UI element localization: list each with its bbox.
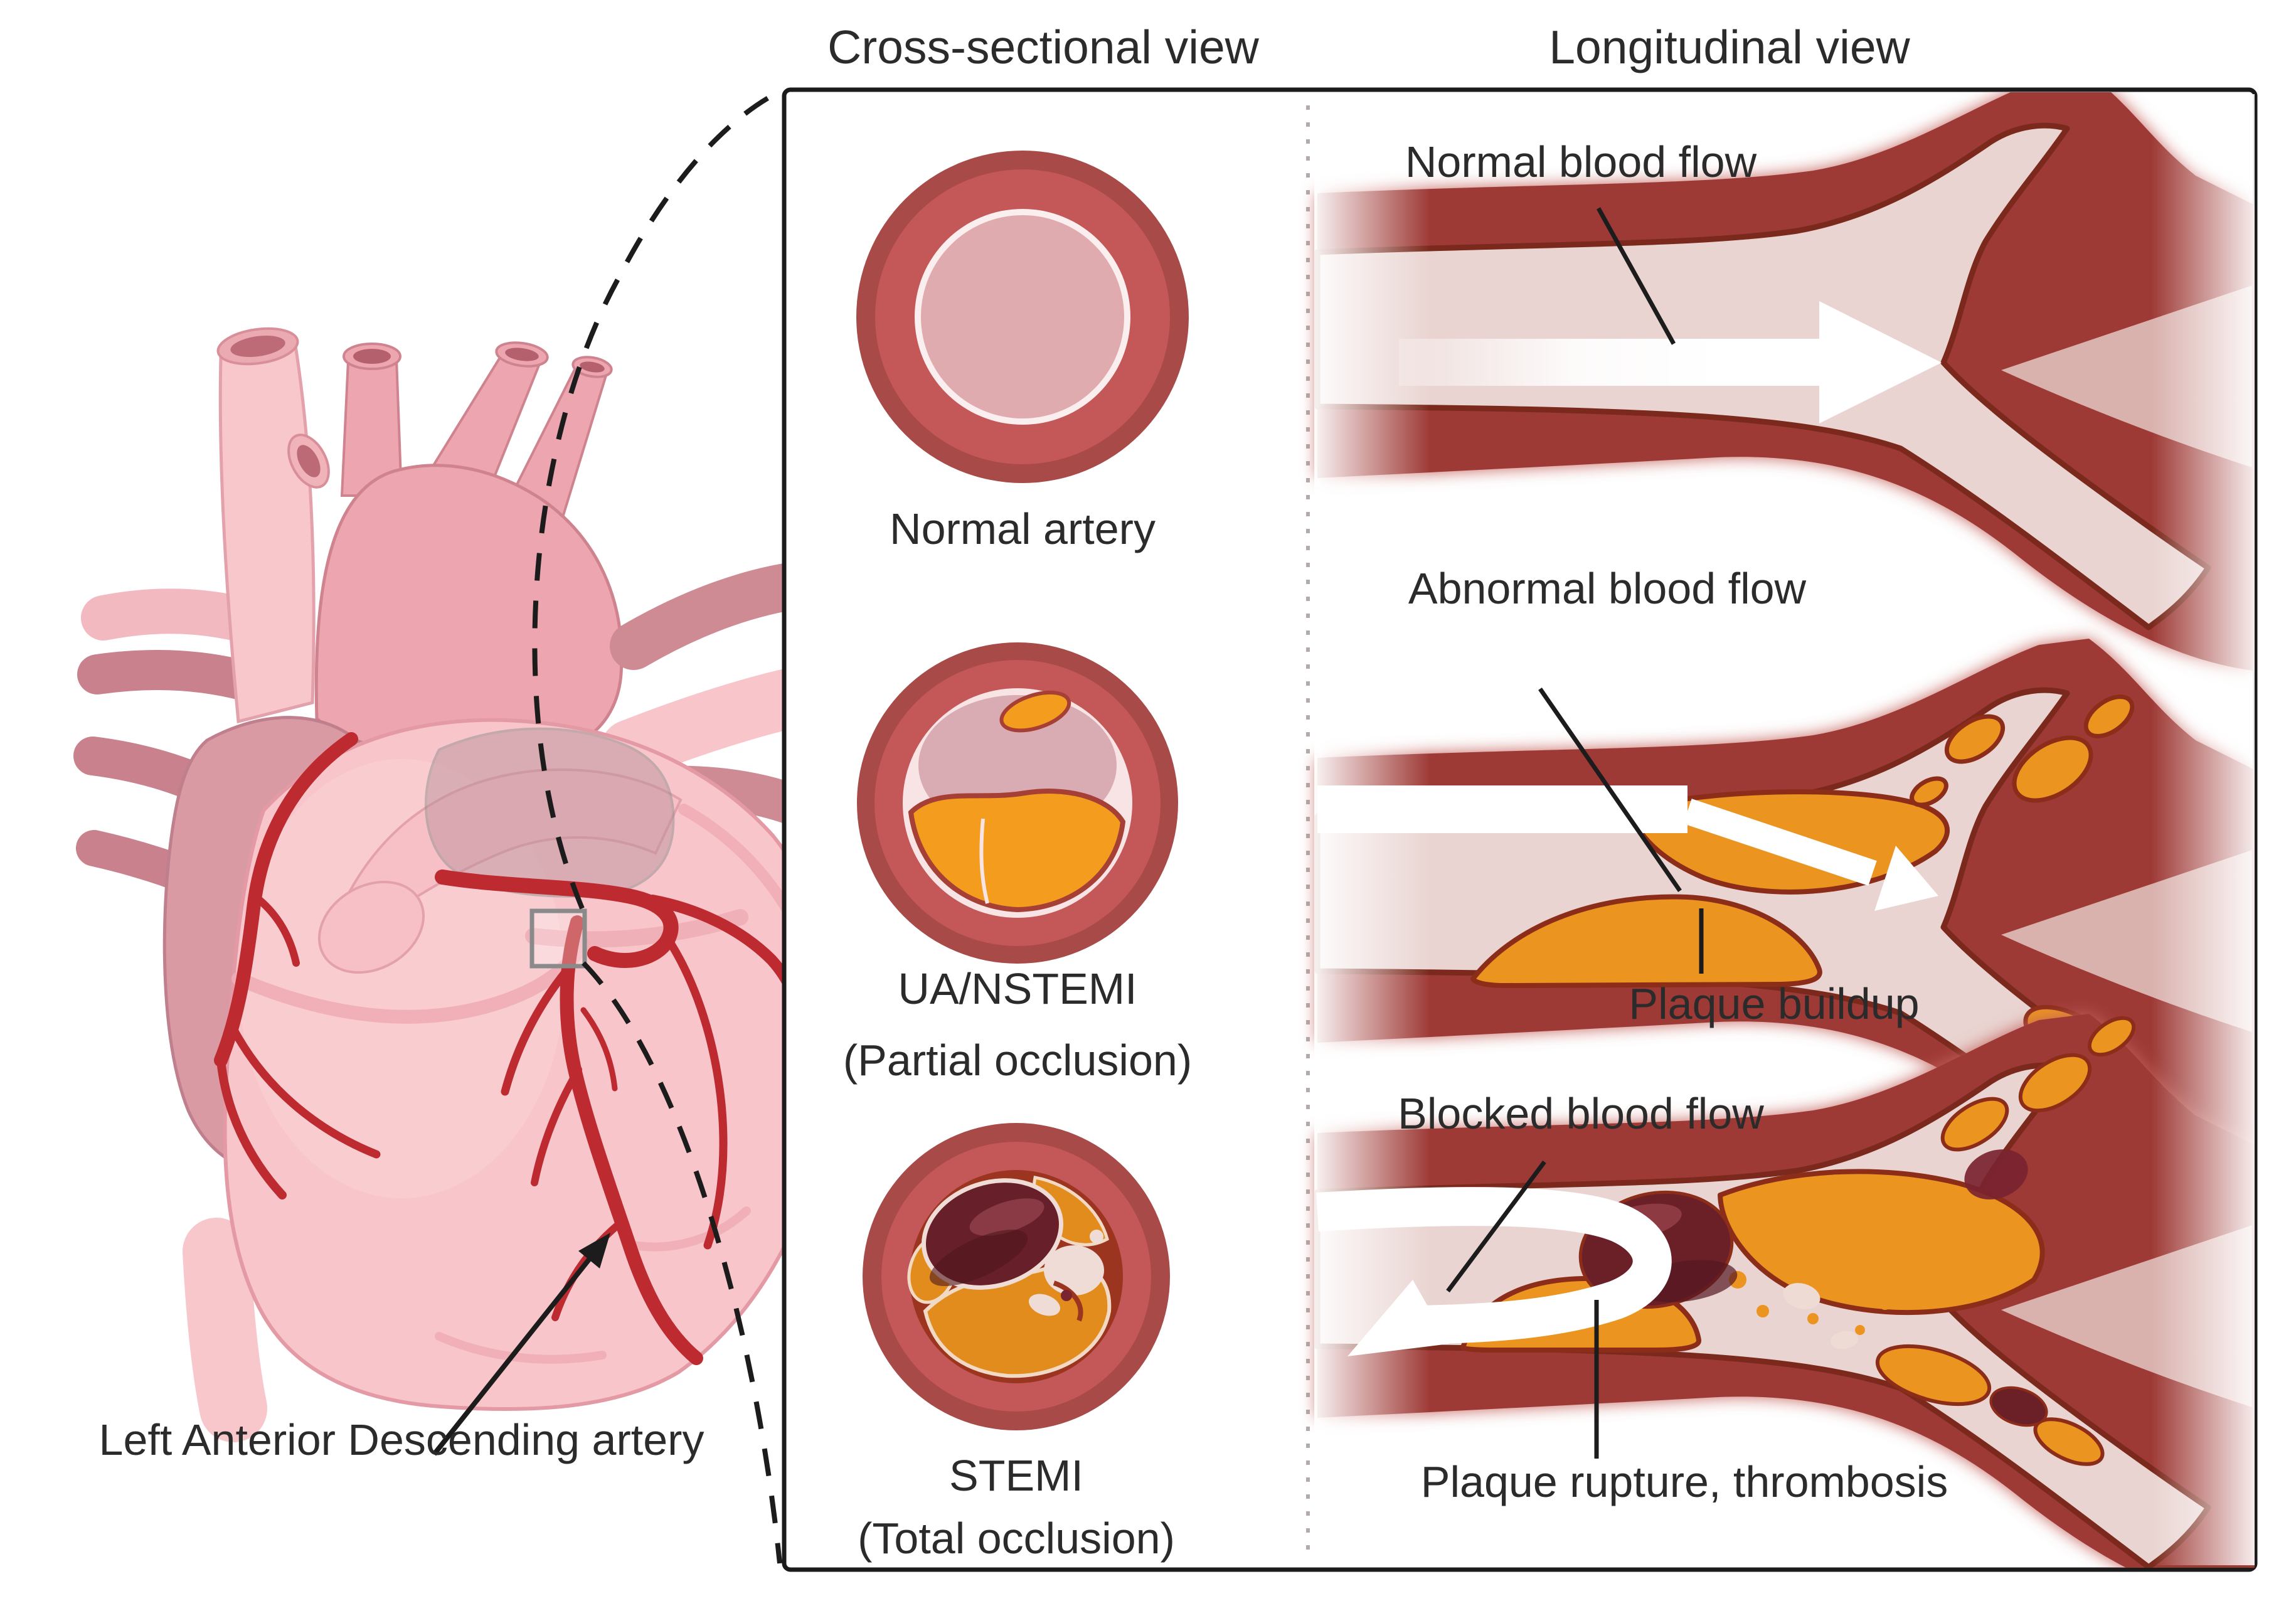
zoom-region-box bbox=[529, 908, 587, 969]
left-atrium bbox=[425, 727, 675, 898]
partial-plaque bbox=[908, 789, 1126, 913]
dashed-connector-bottom bbox=[582, 961, 782, 1564]
plaque-debris-specks bbox=[1729, 1265, 1891, 1335]
pointer-blocked-flow bbox=[1446, 1160, 1546, 1293]
aorta bbox=[314, 341, 624, 757]
right-edge-fade bbox=[2152, 94, 2255, 1565]
cross-section-stemi bbox=[863, 1123, 1170, 1430]
cross-section-normal bbox=[856, 151, 1189, 483]
pointer-abnormal-flow bbox=[1538, 688, 1682, 892]
right-coronary-artery bbox=[214, 732, 381, 1199]
vessel-normal bbox=[1317, 74, 2258, 671]
dashed-connector-top bbox=[532, 89, 781, 910]
blood-flow-arrow-normal bbox=[1399, 301, 1942, 423]
annotation-pointer-lines bbox=[1446, 207, 1704, 1459]
cross-section-ua-nstemi bbox=[857, 642, 1178, 964]
superior-vena-cava bbox=[216, 327, 330, 724]
pointer-normal-flow bbox=[1596, 207, 1676, 345]
heart-illustration bbox=[73, 327, 869, 1442]
normal-lumen bbox=[921, 215, 1124, 418]
plaque-deposits-blocked bbox=[1460, 1016, 2136, 1466]
left-edge-fade bbox=[1314, 94, 1430, 1565]
lad-pointer-arrow bbox=[432, 1233, 610, 1456]
inferior-vena-cava bbox=[183, 1218, 267, 1442]
